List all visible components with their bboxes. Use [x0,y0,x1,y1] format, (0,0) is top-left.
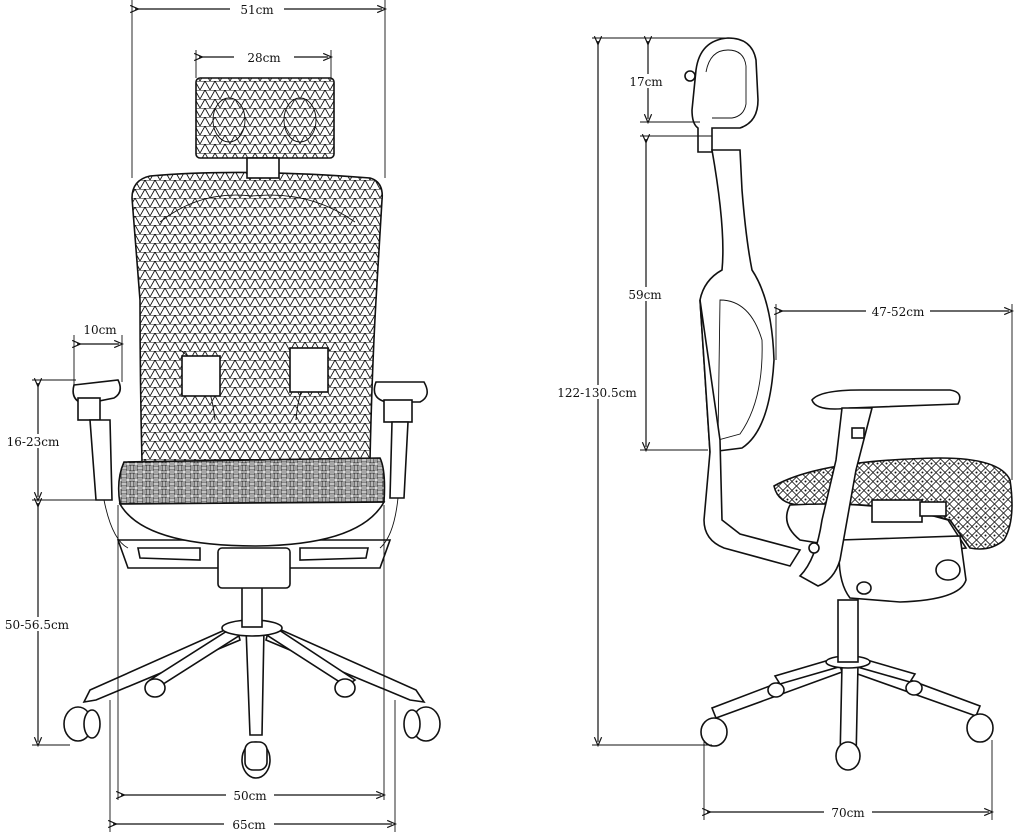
dim-armrest-width: 10cm [74,323,122,385]
side-armrest [798,389,961,587]
headrest-width-label: 28cm [247,51,281,65]
dim-backrest-height: 59cm [622,136,712,450]
armrest-height-label: 16-23cm [7,435,60,449]
dim-seat-height: 50-56.5cm [0,503,76,745]
front-casters [63,678,441,779]
front-left-armrest [72,379,129,549]
side-star-base [710,599,982,761]
front-star-base [82,584,426,736]
seat-height-label: 50-56.5cm [5,618,70,632]
front-seat-cushion [117,457,386,505]
headrest-height-label: 17cm [629,75,663,89]
side-casters [700,680,994,771]
base-depth-label: 70cm [831,806,865,820]
dim-headrest-height: 17cm [592,38,728,122]
front-seat-mechanism [116,539,392,589]
front-view: 51cm 28cm 10cm 16-23cm [0,0,441,832]
dim-seat-depth: 47-52cm [776,304,1012,480]
dim-headrest-width: 28cm [196,50,331,78]
front-right-armrest [373,381,428,549]
dim-armrest-height: 16-23cm [2,380,112,500]
backrest-height-label: 59cm [628,288,662,302]
seat-depth-label: 47-52cm [872,305,925,319]
seat-width-label: 50cm [233,789,267,803]
overall-width-label: 51cm [240,3,274,17]
front-backrest-mesh [131,171,384,463]
side-view: 17cm 59cm 122-130.5cm 47-52cm [552,38,1012,820]
dim-overall-width: 51cm [132,0,385,178]
front-headrest [195,77,335,159]
armrest-width-label: 10cm [83,323,117,337]
base-width-label: 65cm [232,818,266,832]
dim-seat-width: 50cm [118,505,384,803]
dim-total-height: 122-130.5cm [552,41,712,745]
dim-base-width: 65cm [110,700,395,832]
dim-base-depth: 70cm [704,740,992,820]
side-headrest [691,37,759,153]
total-height-label: 122-130.5cm [557,386,637,400]
